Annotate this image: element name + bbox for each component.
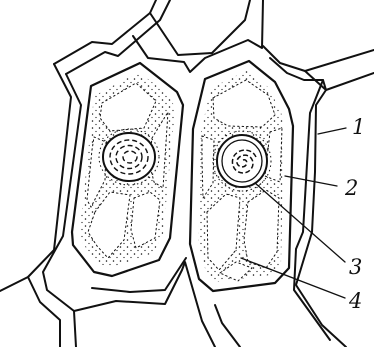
leader-line-2 bbox=[285, 176, 337, 186]
right-cell bbox=[190, 61, 293, 291]
wall-top-left bbox=[54, 0, 156, 64]
left-cell bbox=[72, 63, 183, 276]
right-vacuole-e bbox=[244, 190, 279, 268]
left-cell-cytoplasm bbox=[80, 72, 175, 267]
wall-top-centre-inner bbox=[133, 0, 263, 72]
right-cell-cytoplasm bbox=[198, 70, 284, 282]
wall-top-left-inner bbox=[66, 0, 170, 74]
label-4: 4 bbox=[348, 289, 362, 313]
wall-bottom-left bbox=[28, 277, 60, 347]
wall-right-inner bbox=[294, 80, 330, 340]
leader-line-4 bbox=[241, 258, 345, 298]
label-2: 2 bbox=[344, 176, 358, 200]
wall-bottom-centre bbox=[74, 262, 215, 347]
number-labels: 1 2 3 4 bbox=[344, 115, 365, 313]
wall-left bbox=[0, 64, 71, 291]
label-1: 1 bbox=[352, 115, 365, 139]
wall-bottom-centre-low bbox=[215, 305, 240, 347]
leader-line-1 bbox=[318, 128, 346, 134]
label-3: 3 bbox=[349, 255, 362, 279]
